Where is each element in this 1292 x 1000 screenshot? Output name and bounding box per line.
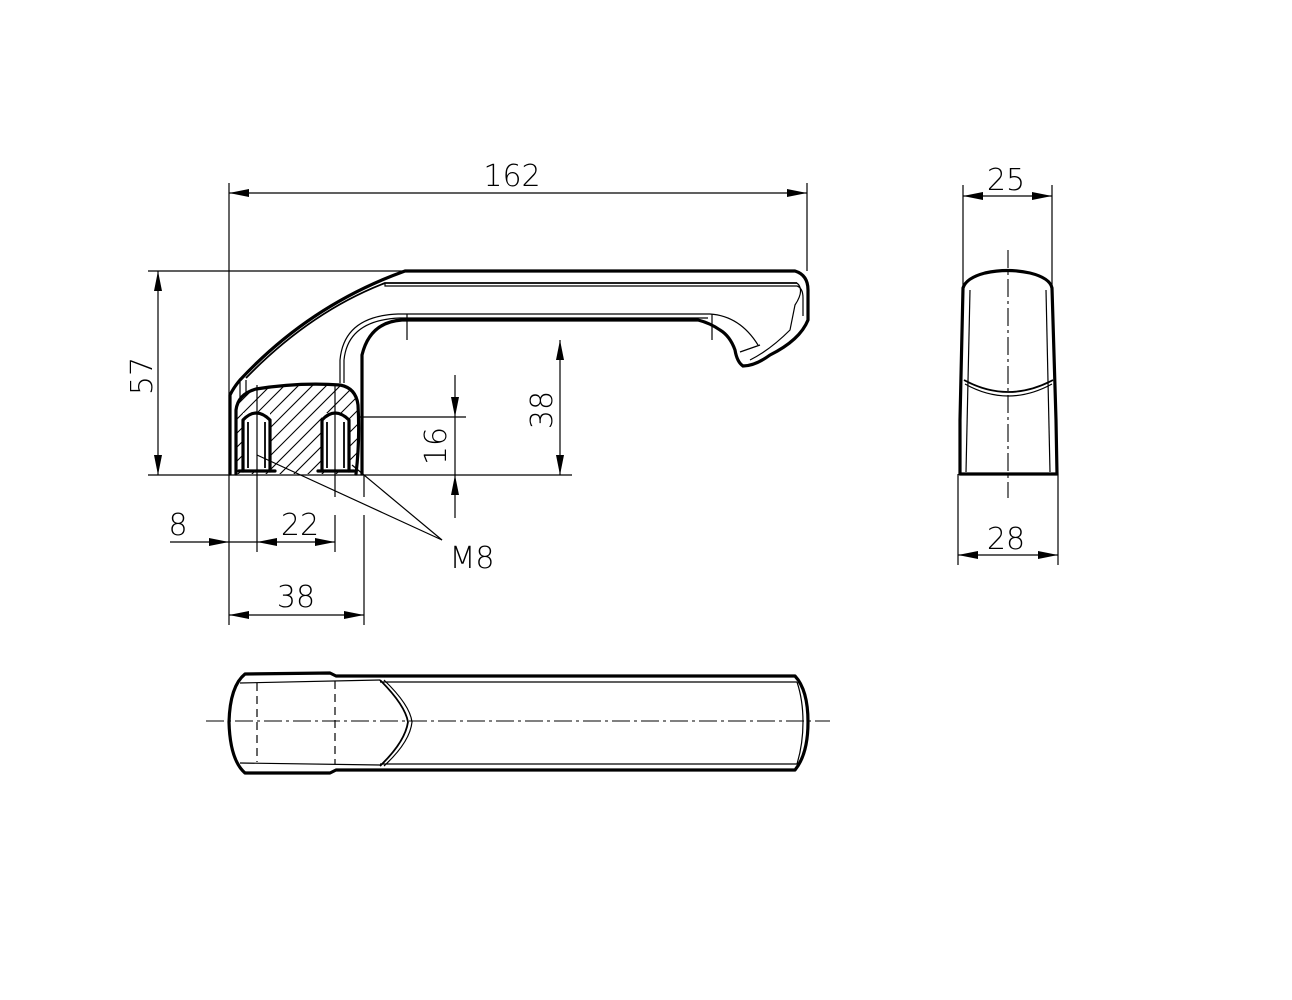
dimension-label-16: 16 — [419, 427, 454, 465]
dimension-base-length: 38 — [229, 580, 364, 619]
top-view — [206, 671, 830, 775]
handle-top-edge — [245, 282, 797, 379]
top-view-edge-upper — [239, 679, 381, 684]
dimension-label-28: 28 — [987, 522, 1025, 557]
dimension-label-38-vertical: 38 — [525, 391, 560, 429]
dimension-hole-spacing: 8 22 — [168, 508, 335, 546]
handle-outline-side — [228, 269, 810, 476]
dimension-label-22: 22 — [281, 508, 319, 543]
dimension-thread-depth: 16 — [358, 375, 466, 518]
handle-outline-end — [958, 268, 1059, 476]
top-view-transition-curve-2 — [383, 679, 413, 767]
handle-outline-top — [227, 671, 810, 775]
top-view-transition-curve — [379, 679, 409, 767]
side-view: 162 57 38 16 — [125, 159, 810, 625]
handle-top-edge-2 — [384, 283, 804, 316]
end-view: 25 28 — [957, 163, 1059, 565]
dimension-label-25: 25 — [987, 163, 1025, 198]
end-view-edge-left — [965, 289, 971, 473]
dimension-label-38-horizontal: 38 — [277, 580, 315, 615]
dimension-base-width: 28 — [957, 474, 1059, 565]
thread-label-m8: M8 — [450, 541, 495, 576]
hook-end-detail — [749, 282, 802, 361]
dimension-label-57: 57 — [125, 357, 160, 395]
threaded-hole-2 — [316, 411, 356, 473]
thread-callout: M8 — [256, 454, 495, 576]
grip-inner-edge — [339, 313, 759, 383]
hook-end-line — [739, 344, 761, 353]
dimension-label-8: 8 — [168, 508, 187, 543]
dimension-top-width: 25 — [962, 163, 1053, 288]
section-base — [234, 382, 361, 476]
end-view-edge-right — [1045, 289, 1051, 473]
end-view-grip-curve — [963, 379, 1054, 393]
dimension-overall-length: 162 — [228, 159, 808, 474]
top-view-edge-lower — [239, 762, 381, 766]
dimension-grip-clearance: 38 — [525, 340, 564, 475]
dimension-overall-height: 57 — [125, 270, 405, 475]
grip-inner-edge-2 — [343, 317, 708, 383]
top-view-end-curve — [796, 681, 804, 765]
dimension-label-162: 162 — [483, 159, 540, 194]
